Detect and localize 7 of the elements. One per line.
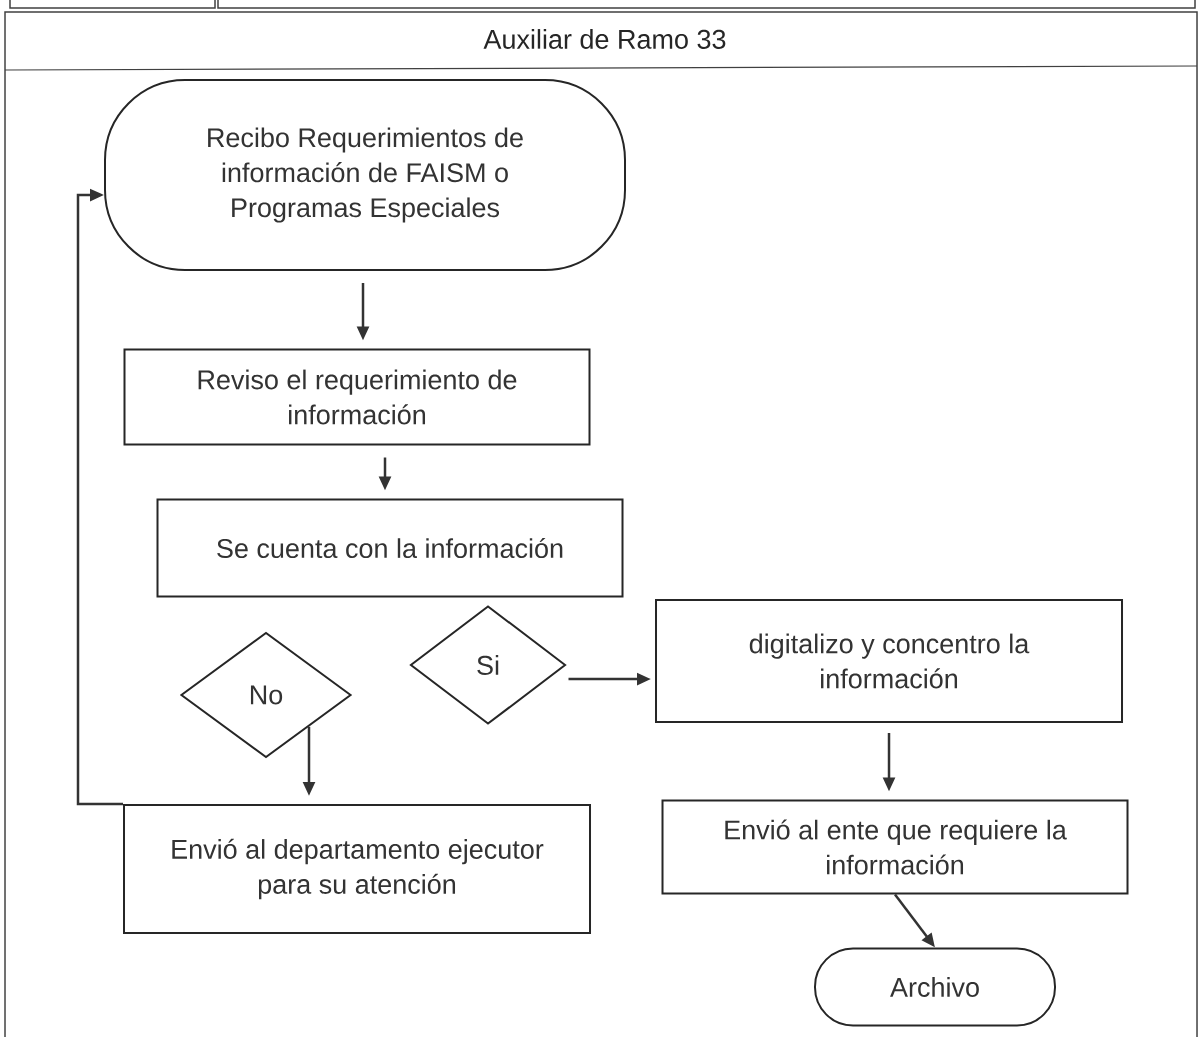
- process-box: Envió al departamento ejecutor para su atención: [123, 804, 591, 934]
- arrow: [76, 188, 123, 806]
- title: Auxiliar de Ramo 33: [483, 29, 726, 49]
- process-box: Reviso el requerimiento de información: [123, 348, 591, 446]
- process-box: digitalizo y concentro la información: [655, 599, 1123, 723]
- process-box: Envió al ente que requiere la información: [661, 799, 1129, 895]
- process-box: Se cuenta con la información: [156, 498, 624, 598]
